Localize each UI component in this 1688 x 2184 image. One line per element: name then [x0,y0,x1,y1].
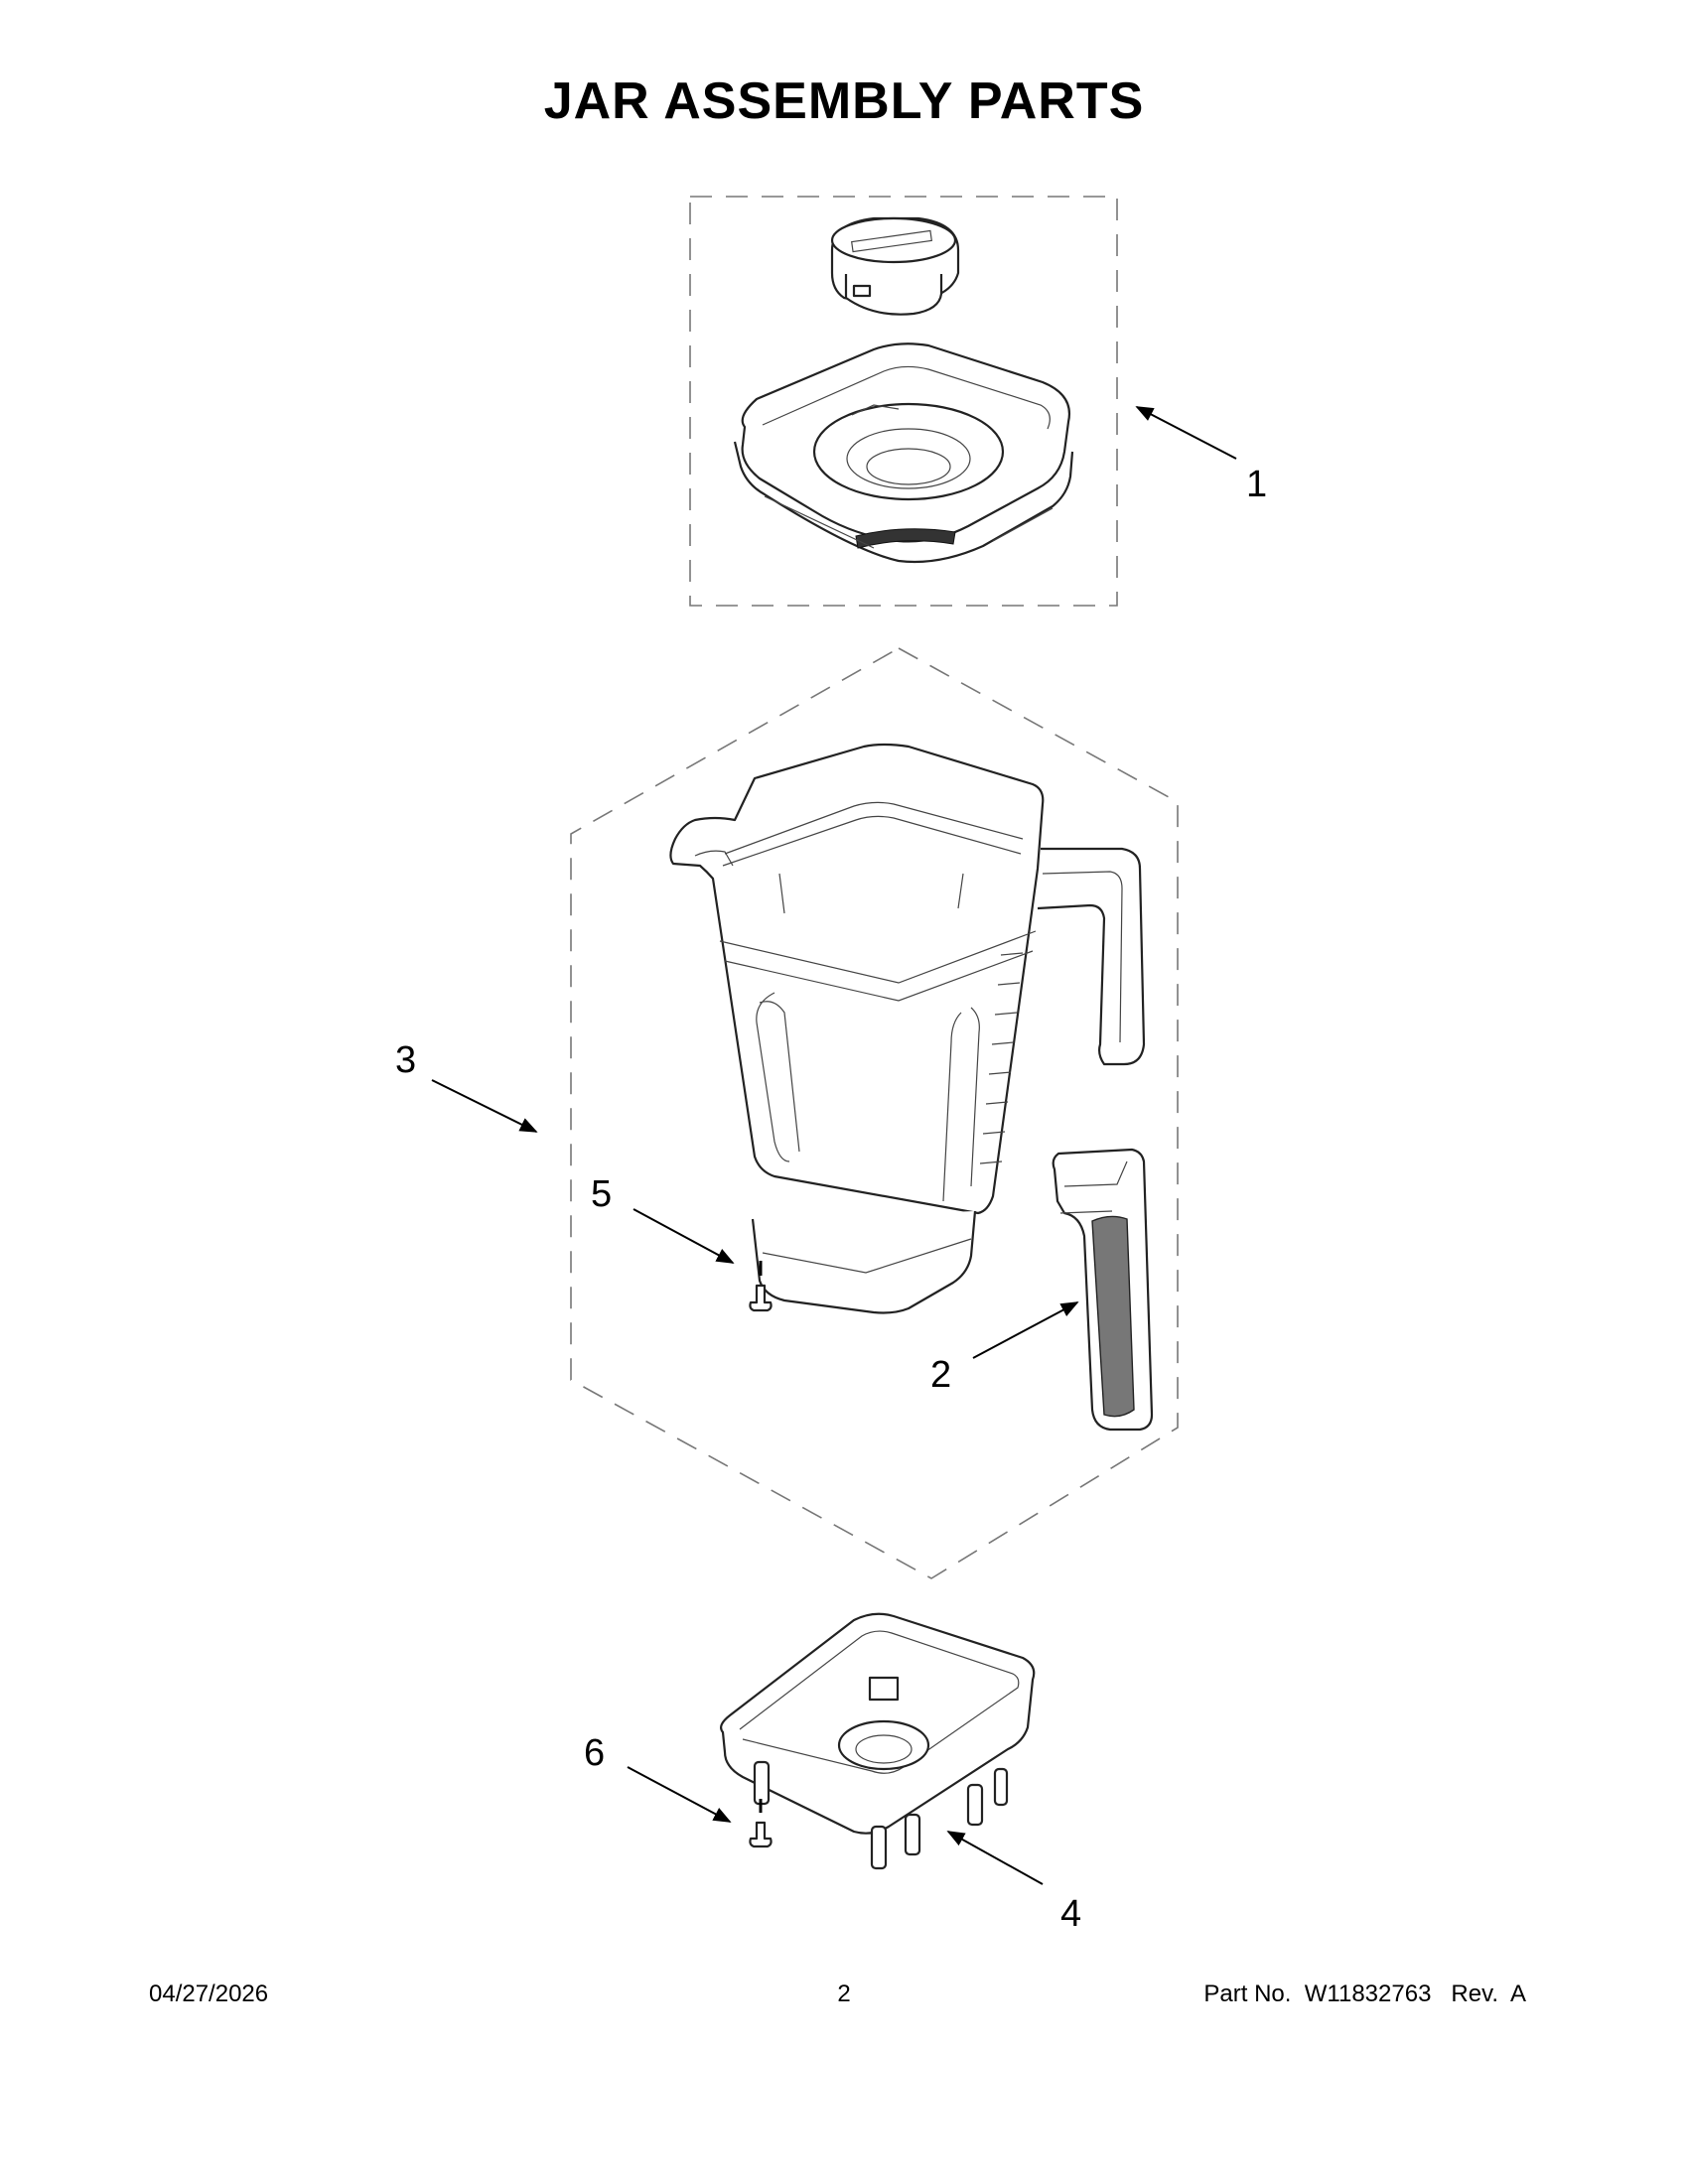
leader-line-2 [972,1301,1079,1359]
lid-cap [830,216,960,316]
footer-date: 04/27/2026 [149,1980,269,2007]
callout-3: 3 [395,1039,416,1081]
leader-line-5 [633,1208,735,1264]
leader-line-6 [627,1766,732,1823]
screw-5 [749,1261,773,1312]
base-feet [753,1760,1009,1870]
jar-body [669,743,1045,1314]
callout-4: 4 [1060,1893,1081,1935]
measurement-markings [979,952,1024,1164]
callout-5: 5 [591,1173,612,1215]
jar-assembly-boundary [570,647,1179,1579]
footer-part-number: Part No. W11832763 Rev. A [1203,1980,1526,2007]
screw-6 [749,1799,773,1848]
jar-base-pad [720,1612,1036,1870]
leader-line-4 [946,1831,1044,1885]
callout-2: 2 [930,1354,951,1396]
lid-assembly-boundary [689,196,1118,607]
jar-handle-frame [1037,847,1146,1066]
handle-grip [1052,1148,1154,1432]
callout-1: 1 [1246,464,1267,505]
footer-page-number: 2 [837,1980,851,2007]
page-title: JAR ASSEMBLY PARTS [543,72,1145,130]
leader-line-1 [1135,406,1237,460]
leader-line-3 [431,1079,538,1133]
callout-6: 6 [584,1732,605,1774]
jar-lid [733,342,1074,564]
